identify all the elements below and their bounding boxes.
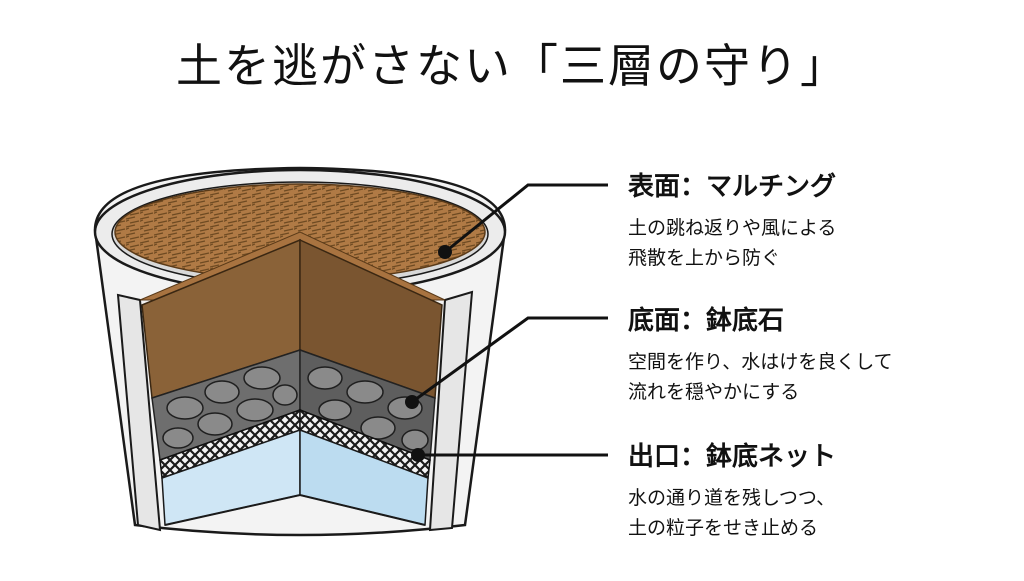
leader-line-stone: [411, 316, 608, 404]
soil-layer: [141, 238, 443, 400]
leader-line-mulch: [444, 183, 608, 254]
net-desc-line2: 土の粒子をせき止める: [628, 517, 819, 539]
mulch-label: 表面：マルチング 土の跳ね返りや風による 飛散を上から防ぐ: [628, 166, 836, 273]
leader-dot-stone: [405, 395, 419, 409]
water-space: [161, 428, 429, 526]
pot-stone-layer: [151, 348, 436, 462]
mulch-desc-line2: 飛散を上から防ぐ: [628, 247, 781, 269]
net-desc-line1: 水の通り道を残しつつ、: [628, 487, 836, 509]
stone-heading: 底面：鉢底石: [628, 306, 785, 336]
net-heading: 出口：鉢底ネット: [628, 442, 837, 472]
leader-lines: [411, 183, 608, 457]
leader-dot-mulch: [438, 245, 452, 259]
stone-label: 底面：鉢底石 空間を作り、水はけを良くして 流れを穏やかにする: [628, 300, 893, 407]
leader-dot-net: [411, 448, 425, 462]
net-label: 出口：鉢底ネット 水の通り道を残しつつ、 土の粒子をせき止める: [628, 436, 836, 543]
mulch-heading: 表面：マルチング: [628, 172, 837, 202]
stone-desc-line2: 流れを穏やかにする: [628, 381, 800, 403]
page-title: 土を逃がさない「三層の守り」: [176, 39, 848, 93]
mulch-desc-line1: 土の跳ね返りや風による: [628, 217, 837, 239]
stone-desc-line1: 空間を作り、水はけを良くして: [628, 351, 893, 373]
